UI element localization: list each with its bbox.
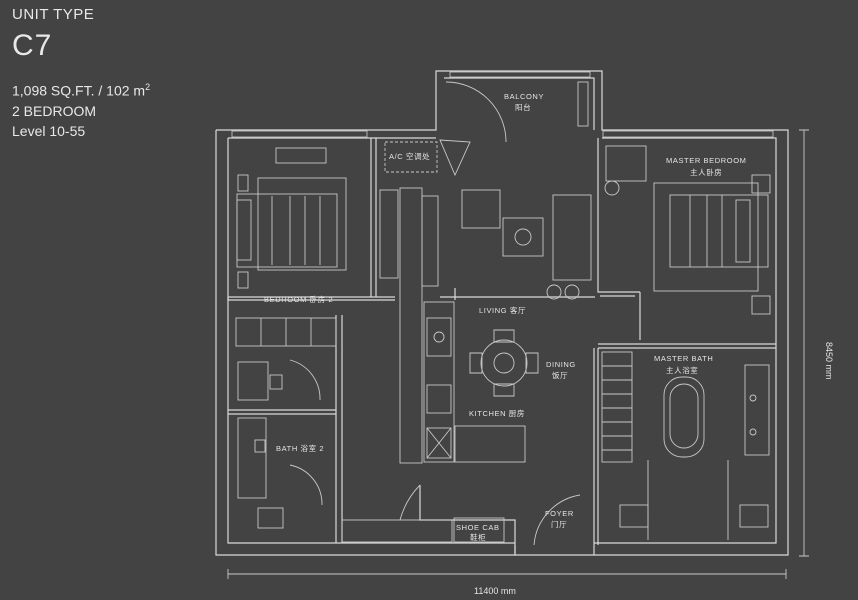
- unit-area: 1,098 SQ.FT. / 102 m2: [12, 77, 150, 101]
- dimension-lines: 11400 mm 8450 mm: [227, 129, 834, 596]
- unit-info: UNIT TYPE C7 1,098 SQ.FT. / 102 m2 2 BED…: [12, 6, 150, 141]
- dining-label: DINING: [546, 360, 576, 369]
- unit-type-label: UNIT TYPE: [12, 6, 95, 23]
- bath2-label: BATH 浴室 2: [276, 443, 324, 453]
- master-bedroom-label-cn: 主人卧房: [690, 167, 722, 177]
- unit-bedrooms: 2 BEDROOM: [12, 102, 97, 119]
- depth-dimension: 8450 mm: [824, 342, 834, 380]
- width-dimension: 11400 mm: [474, 586, 516, 596]
- ac-label: A/C 空调处: [389, 151, 430, 161]
- master-bedroom-furniture: MASTER BEDROOM 主人卧房: [604, 145, 771, 315]
- bedroom2-furniture: BEDROOM 卧房 2: [235, 147, 347, 347]
- kitchen-label: KITCHEN 厨房: [469, 408, 525, 418]
- balcony-label-cn: 阳台: [515, 102, 531, 112]
- living-label: LIVING 客厅: [479, 305, 526, 315]
- living-furniture: LIVING 客厅: [461, 189, 592, 315]
- kitchen-fixtures: KITCHEN 厨房: [379, 187, 526, 464]
- exterior-walls: [215, 70, 789, 556]
- bath2-fixtures: BATH 浴室 2: [237, 359, 324, 529]
- master-bedroom-label: MASTER BEDROOM: [666, 156, 747, 165]
- unit-area-text: 1,098 SQ.FT. / 102 m: [12, 82, 146, 99]
- ac-area: A/C 空调处: [384, 81, 507, 177]
- interior-walls: [227, 138, 776, 545]
- shoe-cab-label: SHOE CAB: [456, 523, 500, 532]
- unit-area-superscript: 2: [145, 82, 151, 92]
- dining-label-cn: 饭厅: [552, 370, 568, 380]
- shoe-cab-label-cn: 鞋柜: [470, 532, 486, 542]
- unit-code: C7: [12, 29, 53, 62]
- master-bath-label: MASTER BATH: [654, 354, 713, 363]
- balcony-label: BALCONY: [504, 92, 544, 101]
- bedroom2-label: BEDROOM 卧房 2: [264, 294, 333, 304]
- foyer: FOYER 门厅 SHOE CAB 鞋柜: [341, 484, 581, 546]
- balcony-furniture: BALCONY 阳台: [504, 81, 589, 127]
- foyer-label-cn: 门厅: [551, 520, 567, 529]
- window-frames: [231, 71, 774, 138]
- unit-levels: Level 10-55: [12, 122, 86, 139]
- foyer-label: FOYER: [545, 509, 574, 518]
- master-bath-label-cn: 主人浴室: [666, 365, 698, 375]
- master-bath-fixtures: MASTER BATH 主人浴室: [601, 351, 770, 540]
- dining-furniture: DINING 饭厅: [469, 329, 576, 397]
